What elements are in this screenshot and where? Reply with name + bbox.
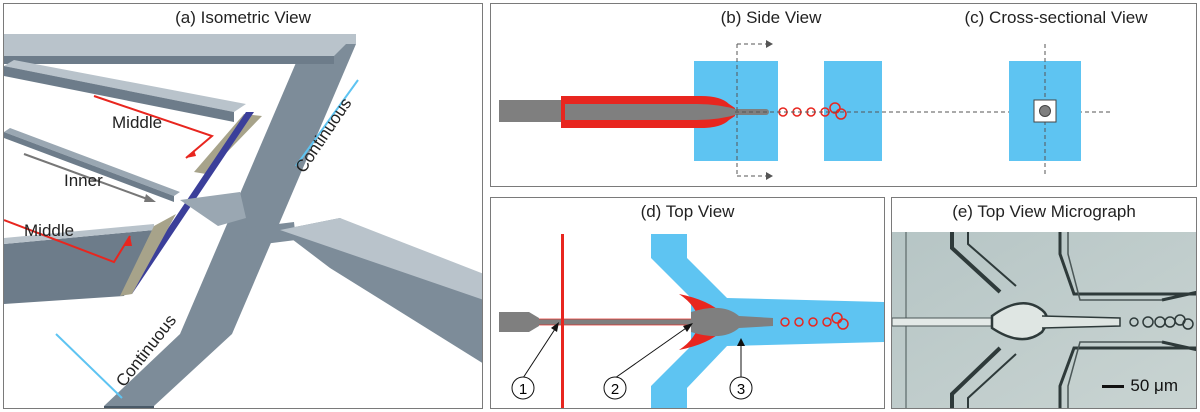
panel-top-view: 1 2 3 (d) Top View: [490, 197, 885, 409]
middle-shoulder-lower: [120, 214, 176, 296]
cross-section-jet: [1039, 105, 1051, 117]
top-droplets: [780, 312, 849, 330]
middle-wall-upper: [4, 60, 246, 112]
top-red-marker-line: [561, 234, 564, 408]
panel-a-title: (a) Isometric View: [175, 8, 311, 27]
side-inner-core: [565, 104, 739, 120]
inner-arrow: [23, 153, 151, 201]
svg-text:1: 1: [519, 381, 527, 398]
panel-side-and-cross-view: (b) Side View (c) Cross-sectional View: [490, 3, 1197, 187]
svg-text:2: 2: [611, 381, 619, 398]
outlet-neck: [246, 222, 296, 246]
side-inlet-capillary: [499, 100, 565, 122]
top-forming-drop: [691, 307, 773, 337]
panel-micrograph: (e) Top View Micrograph 50 μm: [891, 197, 1197, 409]
continuous-line-right: [295, 79, 359, 167]
top-inlet-capillary: [499, 312, 539, 332]
marker-1: 1: [511, 376, 535, 400]
scale-bar-label: 50 μm: [1130, 376, 1178, 395]
scale-bar: 50 μm: [1102, 376, 1178, 396]
top-view-drawing: 1 2 3: [499, 234, 884, 408]
marker-3: 3: [729, 376, 753, 400]
frame-top-bar: [4, 34, 356, 56]
top-inner-stream: [539, 319, 699, 325]
frame-right-bar: [180, 44, 356, 334]
panel-e-title: (e) Top View Micrograph: [952, 202, 1136, 221]
panel-c-title: (c) Cross-sectional View: [964, 8, 1148, 27]
inner-capillary: [4, 128, 180, 196]
continuous-line-bottom: [55, 333, 123, 399]
scale-bar-line: [1102, 384, 1125, 388]
panel-b-title: (b) Side View: [720, 8, 822, 27]
panel-isometric-view: Middle Inner Middle Continuous Continuou…: [3, 3, 483, 409]
marker-2: 2: [603, 376, 627, 400]
micrograph-image: [892, 232, 1196, 408]
isometric-drawing: Middle Inner Middle Continuous Continuou…: [4, 34, 482, 408]
label-inner: Inner: [64, 171, 103, 190]
outlet-capillary: [280, 218, 482, 363]
label-middle-top: Middle: [112, 113, 162, 132]
panel-d-title: (d) Top View: [640, 202, 735, 221]
svg-text:3: 3: [737, 381, 745, 398]
junction-neck: [180, 192, 246, 226]
side-view-drawing: [499, 40, 1111, 180]
middle-path-upper: [93, 95, 214, 159]
side-block-2: [824, 61, 882, 161]
middle-wall-lower: [4, 230, 154, 304]
label-middle-bottom: Middle: [24, 221, 74, 240]
middle-path-lower: [4, 219, 131, 264]
frame-bottom-bar: [104, 334, 232, 406]
